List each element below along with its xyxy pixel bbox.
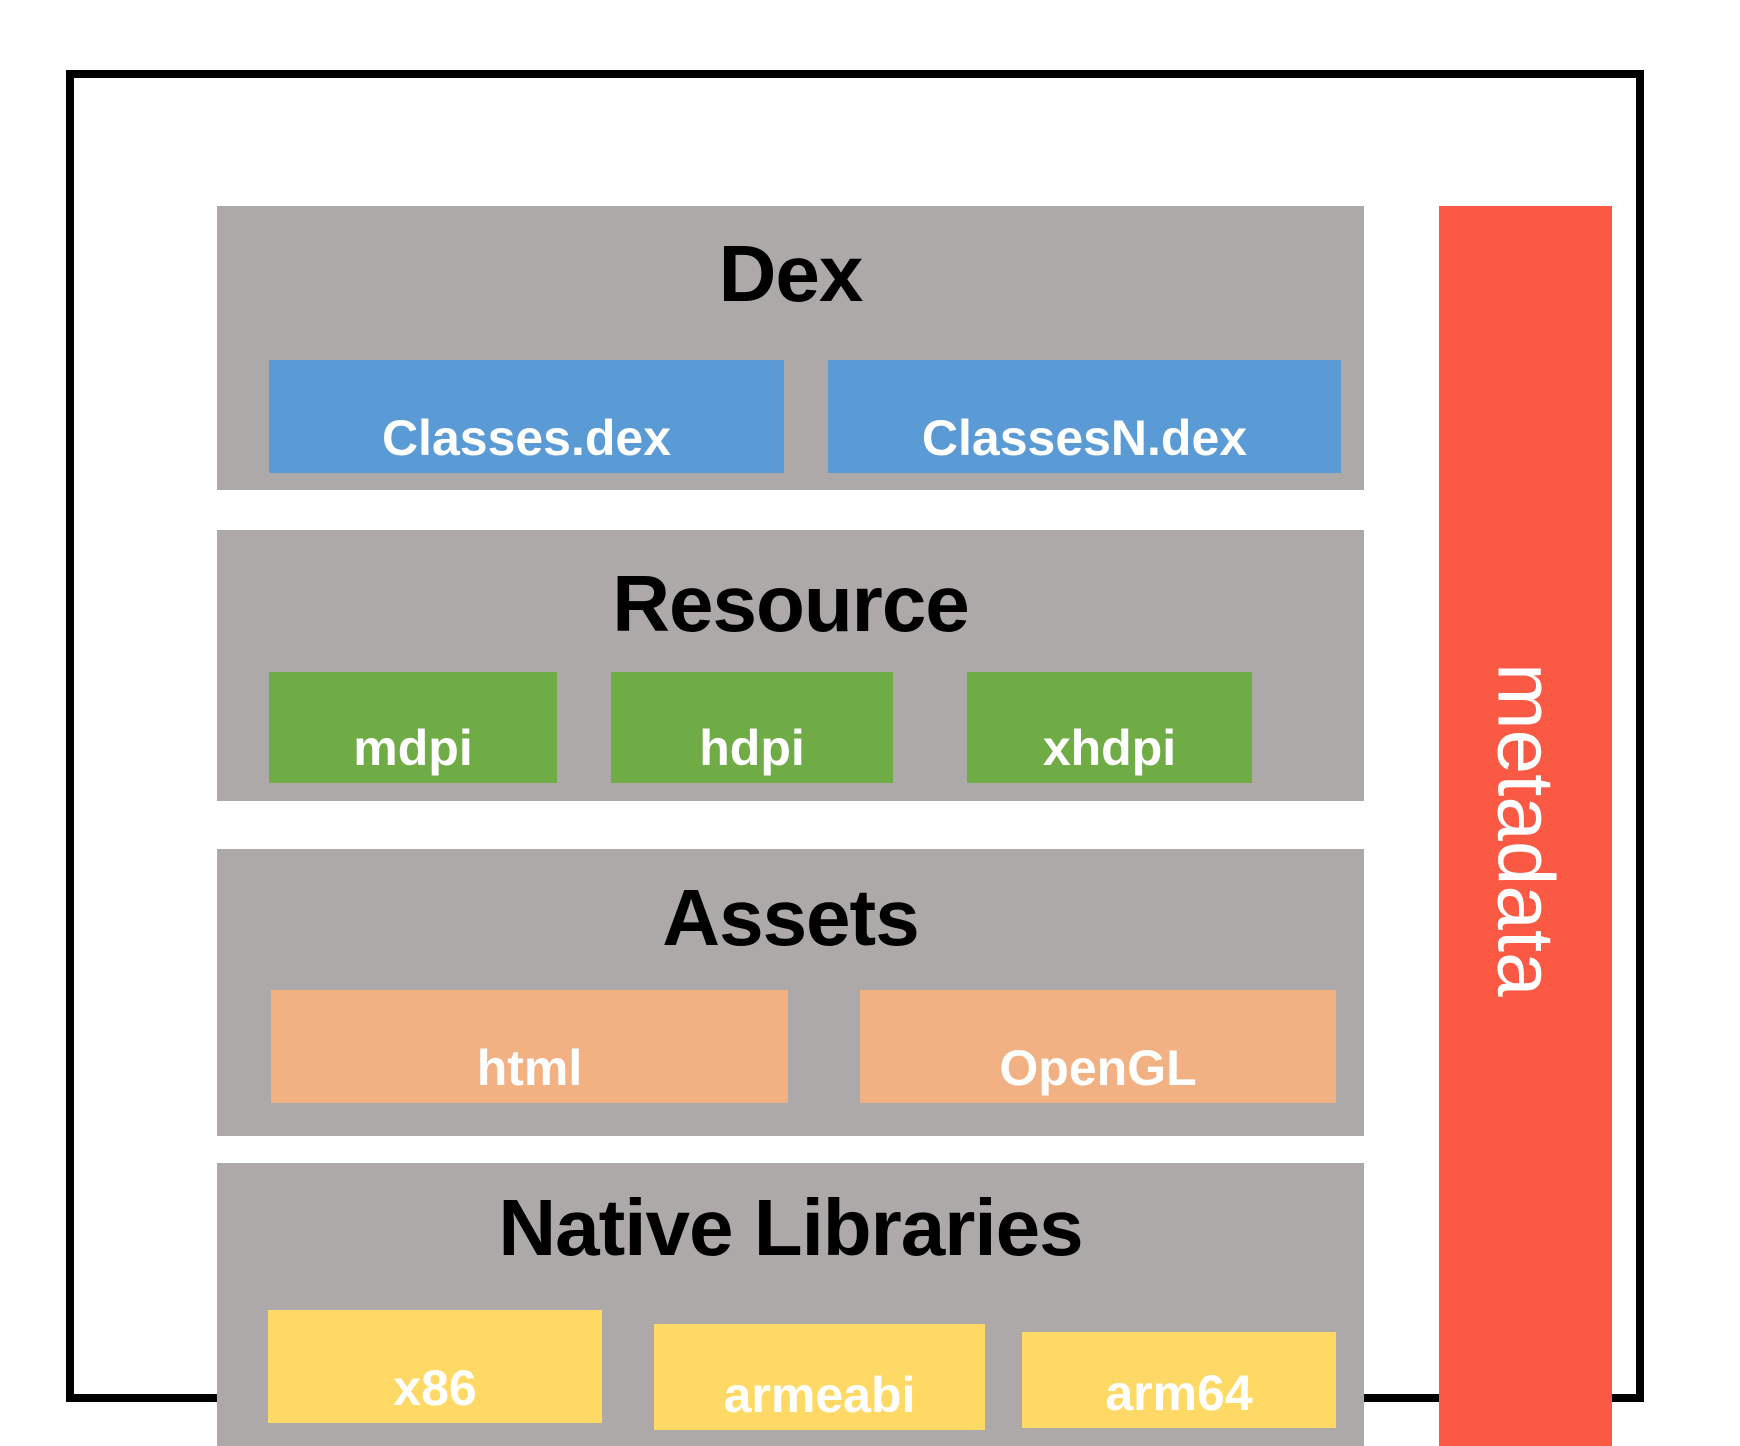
metadata-bar: metadata [1439,206,1612,1446]
box-classes-dex-label: Classes.dex [381,410,672,466]
diagram-outer-frame: Dex Classes.dex ClassesN.dex Resource md… [66,70,1644,1446]
box-classesn-dex: ClassesN.dex [828,360,1341,473]
box-html: html [271,990,788,1103]
box-armeabi-label: armeabi [723,1367,916,1423]
box-opengl: OpenGL [860,990,1336,1103]
box-xhdpi: xhdpi [967,672,1252,783]
section-native-libraries: Native Libraries x86 armeabi arm64 [217,1163,1364,1446]
section-dex-title: Dex [718,229,864,318]
box-classesn-dex-label: ClassesN.dex [921,410,1248,466]
box-html-label: html [476,1040,583,1096]
box-arm64: arm64 [1022,1332,1336,1428]
metadata-bar-label: metadata [1481,662,1571,997]
box-hdpi-label: hdpi [699,720,805,776]
section-dex: Dex Classes.dex ClassesN.dex [217,206,1364,490]
section-native-libraries-title: Native Libraries [498,1183,1083,1272]
box-classes-dex: Classes.dex [269,360,784,473]
section-assets: Assets html OpenGL [217,849,1364,1136]
section-resource-title: Resource [612,559,970,648]
box-opengl-label: OpenGL [999,1040,1197,1096]
box-mdpi: mdpi [269,672,557,783]
section-resource: Resource mdpi hdpi xhdpi [217,530,1364,801]
section-assets-title: Assets [662,873,919,962]
box-armeabi: armeabi [654,1324,985,1430]
box-x86-label: x86 [393,1360,477,1416]
box-mdpi-label: mdpi [353,720,473,776]
box-xhdpi-label: xhdpi [1042,720,1177,776]
box-hdpi: hdpi [611,672,893,783]
box-arm64-label: arm64 [1105,1365,1253,1421]
box-x86: x86 [268,1310,602,1423]
